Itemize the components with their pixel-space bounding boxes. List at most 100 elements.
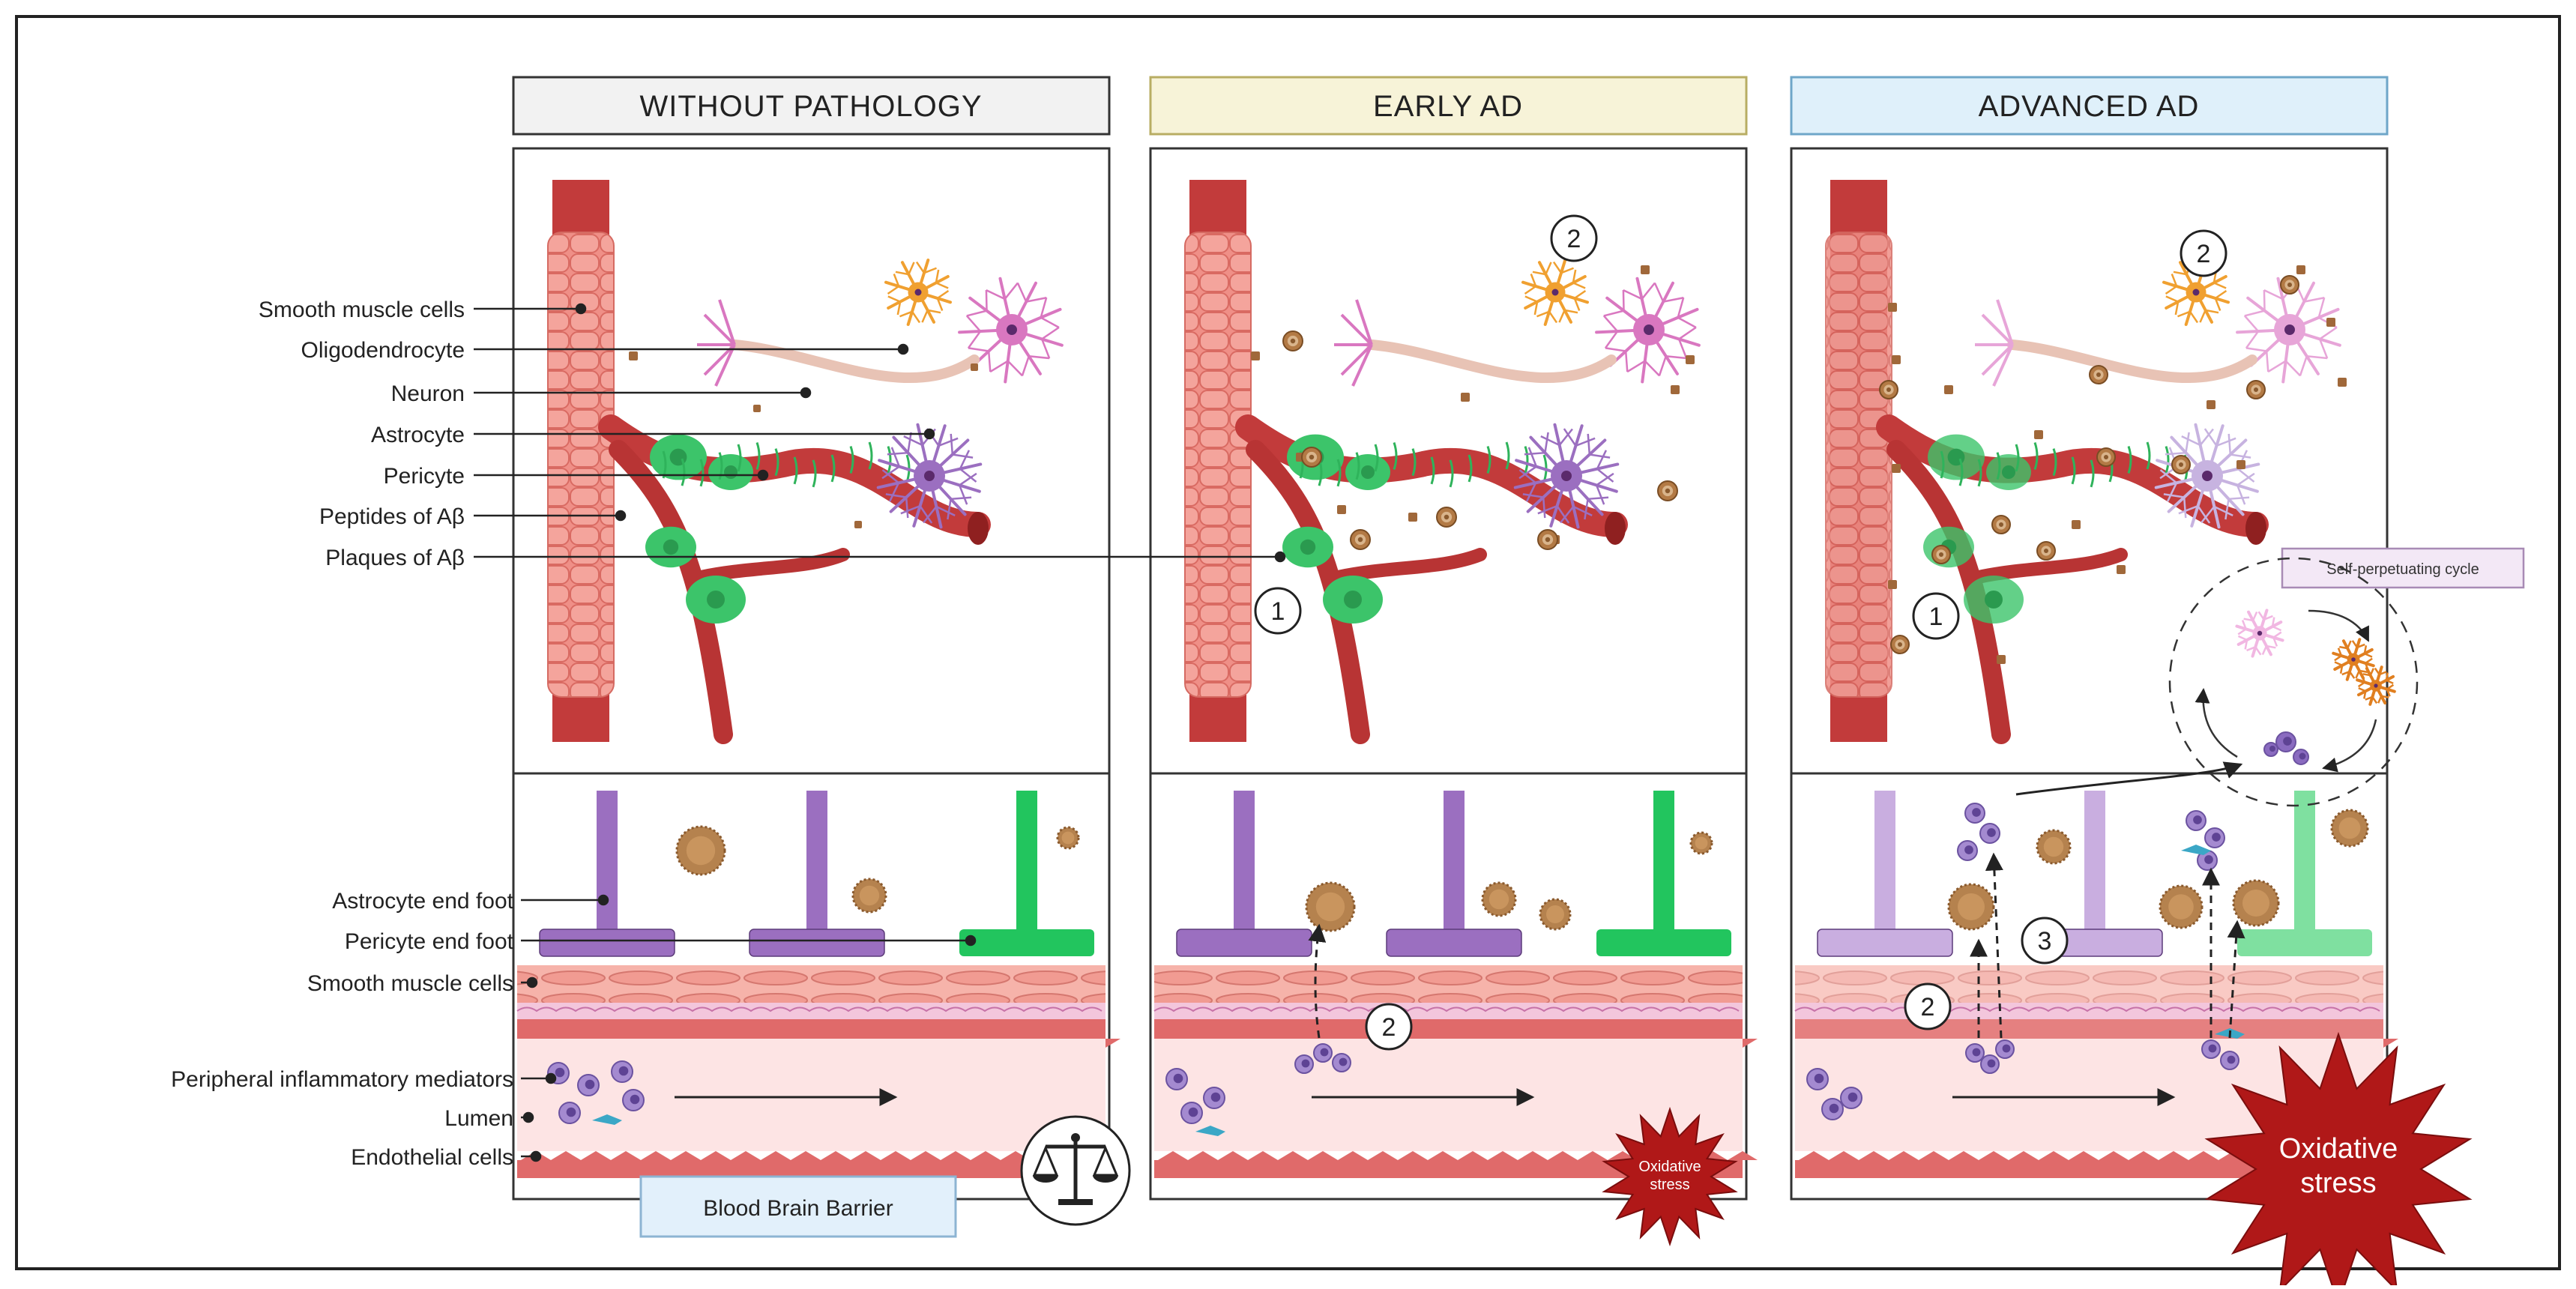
smooth-muscle-layer	[517, 965, 1105, 1003]
abeta-peptide	[2034, 430, 2043, 439]
cycle-oligodendrocyte-icon	[2332, 638, 2375, 681]
abeta-plaque	[1537, 529, 1558, 550]
abeta-peptide	[1408, 513, 1417, 522]
astrocyte-end-foot-stalk	[1234, 791, 1255, 929]
astrocyte-end-foot-stalk	[1444, 791, 1465, 929]
brain-infiltrating-immune-cell	[2197, 850, 2218, 871]
panel-title-early: EARLY AD	[1373, 90, 1523, 123]
abeta-peptide	[1686, 355, 1695, 364]
abeta-plaque	[2036, 541, 2056, 561]
abeta-peptide	[1997, 655, 2006, 664]
abeta-peptide	[1337, 505, 1346, 514]
endothelial-layer-top	[1154, 1019, 1743, 1039]
bbb-label-box: Blood Brain Barrier	[639, 1175, 957, 1238]
peripheral-inflammatory-cell	[1821, 1098, 1844, 1120]
abeta-peptide	[1251, 351, 1260, 360]
neuron-cell	[958, 277, 1064, 384]
endothelial-layer-top	[1795, 1019, 2383, 1039]
outer-frame	[15, 15, 2561, 1270]
marker-early-1-label: 1	[1271, 597, 1285, 626]
abeta-peptide	[854, 521, 862, 528]
label-neuron: Neuron	[391, 381, 465, 406]
panel-header-normal: WITHOUT PATHOLOGY	[512, 76, 1111, 136]
peripheral-inflammatory-cell	[1165, 1068, 1188, 1090]
abeta-plaque	[2246, 380, 2266, 399]
pericyte-end-foot-stalk	[1016, 791, 1037, 929]
smooth-muscle-layer	[1154, 965, 1743, 1003]
astrocyte-end-foot-stalk	[806, 791, 827, 929]
abeta-plaque-aggregate	[1481, 881, 1517, 917]
peripheral-inflammatory-cell	[611, 1060, 633, 1083]
balance-scale-icon	[1020, 1115, 1131, 1226]
oligodendrocyte-cell	[884, 259, 952, 326]
label-smooth-muscle-cells: Smooth muscle cells	[259, 298, 465, 322]
abeta-plaque	[2096, 447, 2116, 467]
peripheral-inflammatory-cell	[1840, 1087, 1862, 1109]
abeta-peptide	[1892, 464, 1901, 473]
lower-leader-lines	[521, 894, 977, 1162]
cycle-feed-arrow	[2015, 761, 2243, 796]
transmigration-arrow	[1308, 923, 1327, 1039]
abeta-plaque	[1301, 447, 1322, 468]
brain-infiltrating-immune-cell	[1964, 803, 1985, 824]
oligodendrocyte-cell	[1521, 259, 1589, 326]
pericyte-end-foot-stalk	[1653, 791, 1674, 929]
upper-scene-normal	[547, 180, 1064, 744]
abeta-plaque	[1282, 330, 1303, 351]
transmigrating-immune-cell	[2220, 1051, 2239, 1070]
panel-header-advanced: ADVANCED AD	[1790, 76, 2389, 136]
marker-advanced-1-label: 1	[1929, 603, 1943, 631]
endothelial-layer-bottom	[517, 1160, 1105, 1178]
abeta-plaque	[1931, 545, 1951, 564]
monocyte-cell	[592, 1114, 622, 1125]
peripheral-inflammatory-cell	[622, 1089, 645, 1111]
transmigrating-immune-cell	[1294, 1054, 1314, 1074]
marker-advanced-1: 1	[1912, 592, 1960, 640]
abeta-peptide	[1888, 580, 1897, 589]
marker-advanced-lower-2: 2	[1904, 982, 1952, 1030]
lower-scene-normal	[516, 791, 1120, 1178]
label-peptides-abeta: Peptides of Aβ	[319, 504, 465, 529]
astrocyte-end-foot	[749, 929, 885, 957]
astrocyte-end-foot-stalk	[597, 791, 618, 929]
marker-early-lower-2: 2	[1365, 1003, 1413, 1051]
smooth-muscle-sheath	[1825, 232, 1892, 698]
endothelial-layer-top	[517, 1019, 1105, 1039]
brain-infiltrating-immune-cell	[2204, 827, 2225, 848]
abeta-plaque-aggregate	[2232, 879, 2280, 927]
label-smooth-muscle-cells-lower: Smooth muscle cells	[307, 971, 513, 996]
abeta-plaque	[2171, 455, 2191, 474]
brain-infiltrating-immune-cell	[1979, 823, 2000, 844]
cycle-immune-cell	[2293, 749, 2309, 765]
transmigrating-immune-cell	[1980, 1054, 2000, 1074]
basement-membrane	[1154, 1003, 1743, 1019]
neuron-cell	[2236, 277, 2341, 384]
oligodendrocyte-cell	[2162, 259, 2230, 326]
pericyte-end-foot	[959, 929, 1094, 956]
label-lumen: Lumen	[444, 1106, 513, 1131]
abeta-peptide	[1888, 303, 1897, 312]
astrocyte-cell	[2154, 423, 2260, 529]
basement-membrane	[1795, 1003, 2383, 1019]
abeta-peptide	[2296, 265, 2305, 274]
peripheral-inflammatory-cell	[1806, 1068, 1829, 1090]
upper-leader-lines	[474, 303, 1286, 563]
marker-early-2: 2	[1550, 214, 1598, 262]
abeta-peptide	[753, 405, 761, 412]
smooth-muscle-layer	[1795, 965, 2383, 1003]
lower-labels: Astrocyte end foot Pericyte end foot Smo…	[171, 889, 514, 1170]
abeta-plaque-aggregate	[851, 878, 887, 914]
abeta-plaque-aggregate	[1689, 831, 1713, 855]
peripheral-inflammatory-cell	[1203, 1087, 1225, 1109]
abeta-peptide	[1944, 385, 1953, 394]
label-peripheral-inflammatory-mediators: Peripheral inflammatory mediators	[171, 1067, 513, 1092]
marker-advanced-2-label: 2	[2197, 240, 2211, 268]
upper-labels: Smooth muscle cells Oligodendrocyte Neur…	[259, 298, 465, 570]
smooth-muscle-sheath	[1184, 232, 1252, 698]
abeta-peptide	[1892, 355, 1901, 364]
upper-scene-early	[1184, 180, 1701, 744]
